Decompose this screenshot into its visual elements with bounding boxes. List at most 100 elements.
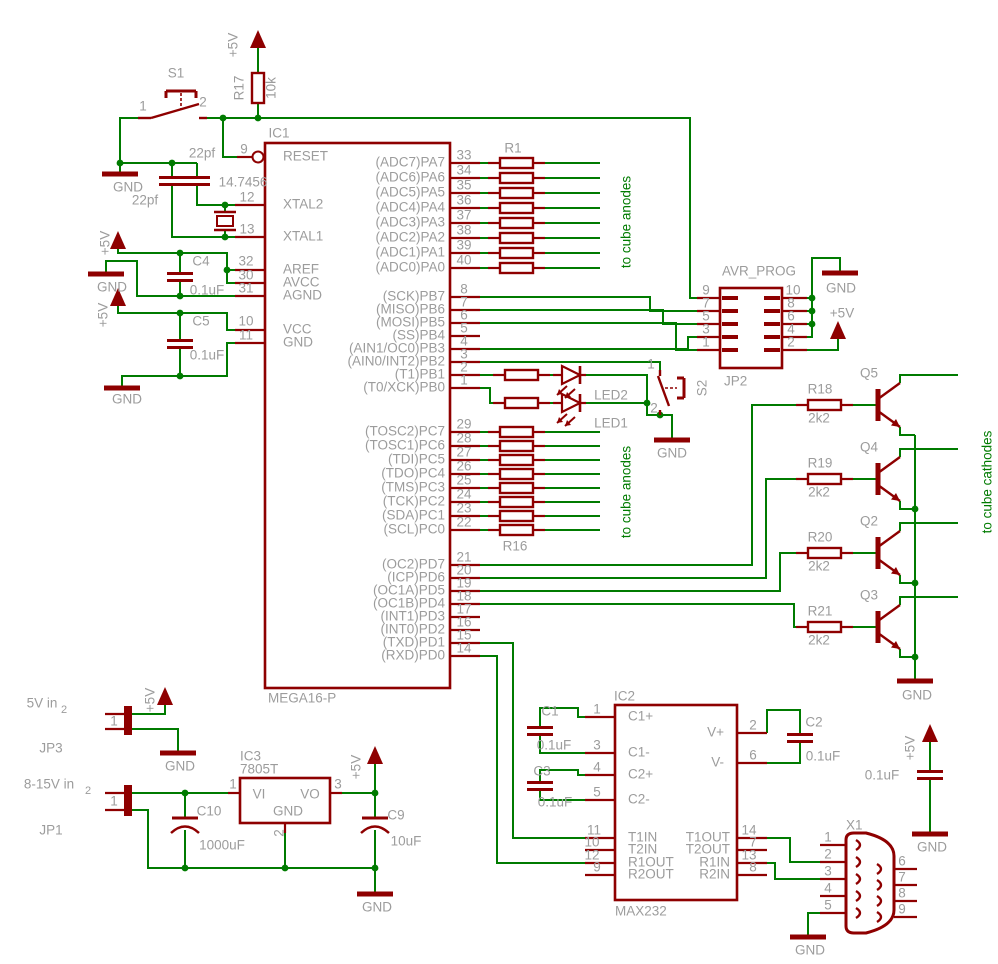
anodes-top: to cube anodes <box>619 176 634 269</box>
jp3-p1: 1 <box>110 714 118 729</box>
lbl-vcc: VCC <box>283 322 312 337</box>
junction-dot <box>176 372 184 380</box>
wire <box>899 649 915 658</box>
num-14: 14 <box>456 641 472 656</box>
x1-name: X1 <box>846 818 863 833</box>
num-37: 37 <box>456 208 471 223</box>
wire <box>807 912 820 935</box>
connector-x1-pin <box>876 894 883 908</box>
lbl-pc4: (TDO)PC4 <box>381 466 445 481</box>
wire <box>480 309 697 325</box>
wire <box>539 769 585 783</box>
lbl-t1in: T1IN <box>628 830 657 845</box>
lbl-vo: VO <box>300 787 320 802</box>
pin9: 9 <box>240 142 248 157</box>
res-r1-5 <box>498 216 535 230</box>
res-r16-5 <box>498 481 535 495</box>
led-led1-ray <box>565 420 571 426</box>
pin-head <box>722 348 738 352</box>
res-r17 <box>250 71 266 105</box>
lbl-pa0: (ADC0)PA0 <box>375 260 445 275</box>
transistor-q4-collector <box>877 456 901 474</box>
lbl-t1out: T1OUT <box>686 830 730 845</box>
vcc-arrow-c4-icon <box>110 231 126 249</box>
num-4: 4 <box>460 334 468 349</box>
res-r16-6 <box>498 495 535 509</box>
lbl-r2out: R2OUT <box>628 867 674 882</box>
vcc-arrow-jp2-icon <box>830 321 846 339</box>
wire <box>539 707 585 728</box>
lbl-r2in: R2IN <box>699 867 730 882</box>
transistor-q2-collector <box>877 530 901 548</box>
q5-name: Q5 <box>860 366 878 381</box>
x1-7: 7 <box>898 870 906 885</box>
wire <box>480 361 661 370</box>
ic2-value: MAX232 <box>615 904 667 919</box>
lbl-pa7: (ADC7)PA7 <box>375 155 445 170</box>
vcc-arrow-ic3-icon <box>367 746 383 764</box>
r20-value: 2k2 <box>808 559 830 574</box>
wire <box>586 374 673 438</box>
x1-9: 9 <box>898 902 906 917</box>
jp2-1: 1 <box>702 335 710 350</box>
c1-name: C1 <box>541 704 558 719</box>
num-18: 18 <box>456 589 471 604</box>
num-17: 17 <box>456 602 471 617</box>
connector-x1-pin <box>855 838 862 852</box>
transistor-q4-arrow <box>891 493 900 501</box>
ic2-name: IC2 <box>614 689 635 704</box>
r18-name: R18 <box>808 382 833 397</box>
num-1: 1 <box>460 373 468 388</box>
jp1-ref: JP1 <box>39 823 62 838</box>
anodes-bottom: to cube anodes <box>619 446 634 539</box>
lbl-avcc: AVCC <box>283 275 320 290</box>
c9-name: C9 <box>387 808 404 823</box>
pin-head <box>764 348 780 352</box>
junction-dot <box>911 505 919 513</box>
jp1-sub2: 2 <box>85 785 91 797</box>
num-33: 33 <box>456 148 471 163</box>
wire <box>899 501 915 510</box>
switch-s1 <box>150 102 200 120</box>
wire <box>811 257 841 298</box>
junction-dot <box>116 159 124 167</box>
wire <box>899 374 958 383</box>
res-r1-3 <box>498 186 535 200</box>
c9-value: 10uF <box>391 834 422 849</box>
res-r18 <box>806 398 843 412</box>
transistor-q3-collector <box>877 604 901 622</box>
lbl-pb2: (AIN0/INT2)PB2 <box>347 354 445 369</box>
ic2-p6: 6 <box>749 748 757 763</box>
lbl-ic3gnd: GND <box>273 804 303 819</box>
junction-dot <box>176 249 184 257</box>
gnd-ic3: GND <box>362 900 392 915</box>
res-r1-2 <box>498 171 535 185</box>
junction-dot <box>254 114 262 122</box>
wire <box>480 336 697 350</box>
wire <box>121 342 235 386</box>
lbl-pb4: (SS)PB4 <box>392 328 445 343</box>
lbl-agnd: AGND <box>283 288 322 303</box>
ic1-name: IC1 <box>268 126 289 141</box>
ic2-p4: 4 <box>593 760 601 775</box>
lbl-pb7: (SCK)PB7 <box>383 289 445 304</box>
gnd-agnd: GND <box>97 280 127 295</box>
jp2-9: 9 <box>702 283 710 298</box>
ic2-p13: 13 <box>741 848 756 863</box>
junction-dot <box>643 399 651 407</box>
ic3-value: 7805T <box>240 762 278 777</box>
junction-dot <box>281 864 289 872</box>
jp2-4: 4 <box>787 322 795 337</box>
s2-pin2: 2 <box>650 401 658 416</box>
num-2: 2 <box>460 360 468 375</box>
num-16: 16 <box>456 615 471 630</box>
vcc-arrow-jp3-icon <box>157 687 173 705</box>
wire <box>205 117 697 299</box>
vcc-jp3: +5V <box>143 688 158 712</box>
s1-pin2: 2 <box>199 95 207 110</box>
jp3-sub2: 2 <box>61 704 67 716</box>
ic2-p9: 9 <box>593 860 601 875</box>
wire <box>480 478 796 579</box>
r17-value: 10k <box>264 77 279 99</box>
pin32: 32 <box>238 254 253 269</box>
